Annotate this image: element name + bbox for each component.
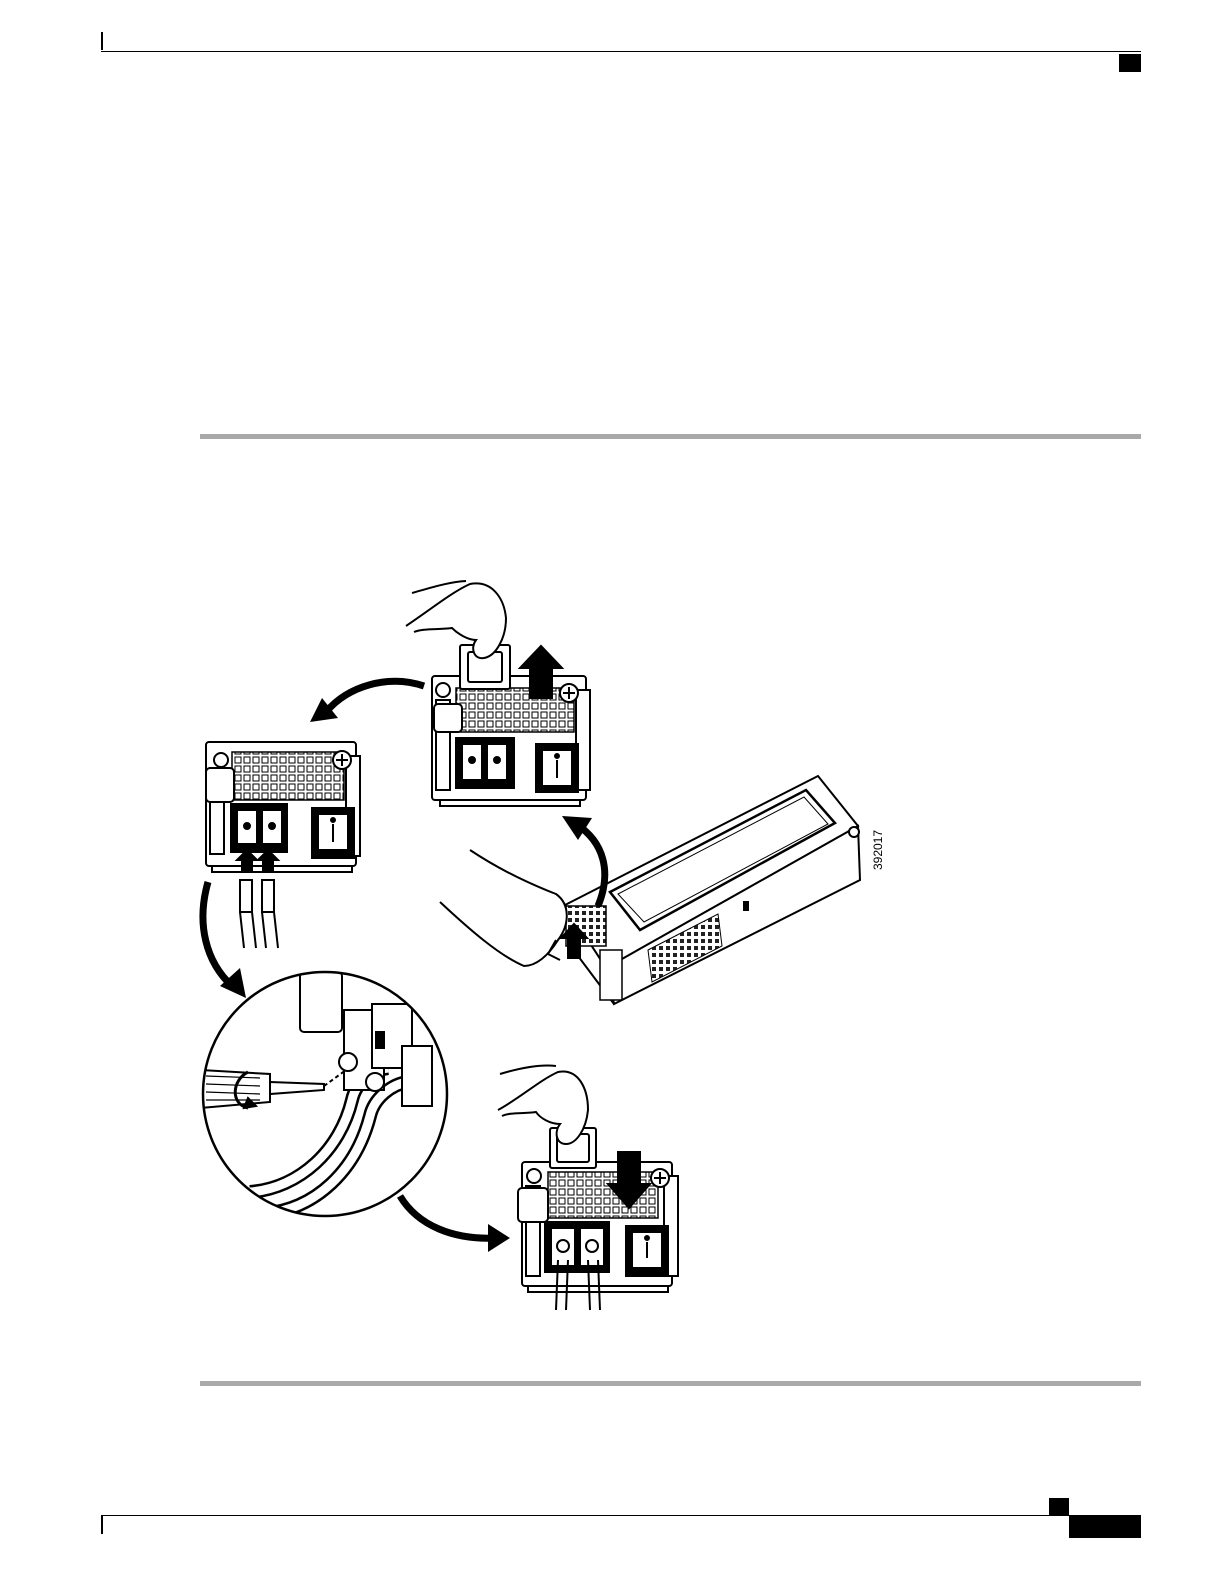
lens-detail: [200, 972, 447, 1216]
footer-marker-icon: [1049, 1498, 1069, 1516]
module-top: [406, 581, 590, 806]
page-number-tab: [1069, 1516, 1141, 1538]
footer-rule: [101, 1515, 1141, 1516]
figure-number: 392017: [870, 820, 886, 880]
figure-bottom-rule: [200, 1381, 1141, 1386]
module-bottom: [498, 1065, 678, 1310]
footer-left-tick: [101, 1516, 103, 1534]
module-left: [206, 742, 360, 948]
power-supply-unit: [440, 776, 860, 1004]
